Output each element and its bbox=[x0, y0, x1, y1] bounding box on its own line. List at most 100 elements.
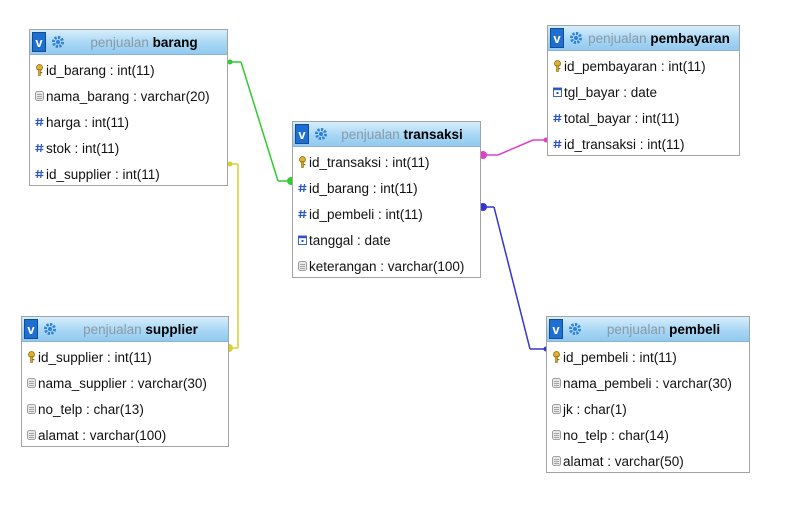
table-transaksi[interactable]: v penjualan transaksi id_transaksi : int… bbox=[292, 121, 481, 278]
table-header[interactable]: v penjualan transaksi bbox=[293, 122, 480, 147]
column-row[interactable]: id_barang : int(11) bbox=[293, 175, 480, 201]
column-label: no_telp : char(14) bbox=[563, 427, 669, 443]
column-row[interactable]: id_pembeli : int(11) bbox=[293, 201, 480, 227]
number-column-icon bbox=[34, 142, 44, 154]
table-title: penjualan pembayaran bbox=[585, 31, 739, 46]
table-name: barang bbox=[152, 34, 198, 50]
column-label: id_pembayaran : int(11) bbox=[564, 58, 706, 74]
toggle-columns-icon[interactable]: v bbox=[32, 32, 46, 52]
relation-transaksi-pembayaran[interactable] bbox=[479, 137, 549, 160]
text-column-icon bbox=[26, 403, 36, 415]
database-name: penjualan bbox=[83, 321, 142, 337]
relation-pembeli-transaksi[interactable] bbox=[479, 203, 549, 352]
table-title: penjualan pembeli bbox=[584, 322, 749, 337]
column-row[interactable]: no_telp : char(13) bbox=[22, 396, 228, 422]
toggle-columns-icon[interactable]: v bbox=[24, 319, 38, 339]
column-list: id_supplier : int(11) nama_supplier : var… bbox=[22, 342, 228, 450]
column-row[interactable]: nama_pembeli : varchar(30) bbox=[547, 370, 749, 396]
toggle-columns-icon[interactable]: v bbox=[550, 28, 564, 48]
key-icon bbox=[34, 64, 44, 76]
toggle-columns-icon[interactable]: v bbox=[295, 124, 309, 144]
number-column-icon bbox=[552, 112, 562, 124]
column-label: tanggal : date bbox=[309, 232, 391, 248]
number-column-icon bbox=[552, 138, 562, 150]
column-label: id_supplier : int(11) bbox=[38, 349, 152, 365]
table-header[interactable]: v penjualan pembayaran bbox=[548, 26, 739, 51]
number-column-icon bbox=[297, 208, 307, 220]
number-column-icon bbox=[297, 182, 307, 194]
column-row[interactable]: no_telp : char(14) bbox=[547, 422, 749, 448]
table-header[interactable]: v penjualan pembeli bbox=[547, 317, 749, 342]
key-icon bbox=[26, 351, 36, 363]
gear-icon[interactable] bbox=[566, 320, 584, 338]
column-label: id_supplier : int(11) bbox=[46, 166, 160, 182]
gear-icon[interactable] bbox=[41, 320, 59, 338]
key-icon bbox=[297, 156, 307, 168]
column-row[interactable]: tgl_bayar : date bbox=[548, 79, 739, 105]
column-row[interactable]: id_barang : int(11) bbox=[30, 57, 227, 83]
text-column-icon bbox=[551, 455, 561, 467]
gear-icon[interactable] bbox=[567, 29, 585, 47]
column-label: total_bayar : int(11) bbox=[564, 110, 680, 126]
table-title: penjualan barang bbox=[67, 35, 227, 50]
column-row[interactable]: id_pembayaran : int(11) bbox=[548, 53, 739, 79]
column-label: id_pembeli : int(11) bbox=[309, 206, 423, 222]
database-name: penjualan bbox=[341, 126, 400, 142]
text-column-icon bbox=[551, 429, 561, 441]
column-row[interactable]: keterangan : varchar(100) bbox=[293, 253, 480, 279]
text-column-icon bbox=[26, 377, 36, 389]
key-icon bbox=[551, 351, 561, 363]
column-list: id_pembayaran : int(11) tgl_bayar : date t… bbox=[548, 51, 739, 159]
column-list: id_barang : int(11) nama_barang : varchar… bbox=[30, 55, 227, 189]
date-column-icon bbox=[552, 86, 562, 98]
column-row[interactable]: id_transaksi : int(11) bbox=[548, 131, 739, 157]
gear-icon[interactable] bbox=[49, 33, 67, 51]
column-row[interactable]: alamat : varchar(50) bbox=[547, 448, 749, 474]
column-row[interactable]: tanggal : date bbox=[293, 227, 480, 253]
column-label: id_transaksi : int(11) bbox=[564, 136, 685, 152]
table-title: penjualan transaksi bbox=[330, 127, 480, 142]
table-header[interactable]: v penjualan supplier bbox=[22, 317, 228, 342]
column-row[interactable]: nama_barang : varchar(20) bbox=[30, 83, 227, 109]
column-label: id_pembeli : int(11) bbox=[563, 349, 677, 365]
table-pembayaran[interactable]: v penjualan pembayaran id_pembayaran : i… bbox=[547, 25, 740, 156]
column-row[interactable]: jk : char(1) bbox=[547, 396, 749, 422]
column-label: no_telp : char(13) bbox=[38, 401, 144, 417]
column-label: stok : int(11) bbox=[46, 140, 120, 156]
number-column-icon bbox=[34, 116, 44, 128]
text-column-icon bbox=[34, 90, 44, 102]
table-pembeli[interactable]: v penjualan pembeli id_pembeli : int(11)… bbox=[546, 316, 750, 473]
text-column-icon bbox=[26, 429, 36, 441]
column-row[interactable]: id_transaksi : int(11) bbox=[293, 149, 480, 175]
database-name: penjualan bbox=[588, 30, 647, 46]
table-header[interactable]: v penjualan barang bbox=[30, 30, 227, 55]
gear-icon[interactable] bbox=[312, 125, 330, 143]
database-name: penjualan bbox=[606, 321, 666, 337]
column-label: jk : char(1) bbox=[563, 401, 627, 417]
column-label: nama_supplier : varchar(30) bbox=[38, 375, 207, 391]
column-row[interactable]: id_pembeli : int(11) bbox=[547, 344, 749, 370]
column-list: id_transaksi : int(11)id_barang : int(11… bbox=[293, 147, 480, 281]
relation-barang-transaksi[interactable] bbox=[227, 59, 296, 186]
table-name: transaksi bbox=[403, 126, 463, 142]
column-row[interactable]: id_supplier : int(11) bbox=[22, 344, 228, 370]
column-row[interactable]: harga : int(11) bbox=[30, 109, 227, 135]
column-row[interactable]: stok : int(11) bbox=[30, 135, 227, 161]
column-row[interactable]: total_bayar : int(11) bbox=[548, 105, 739, 131]
table-name: pembeli bbox=[669, 321, 721, 337]
table-title: penjualan supplier bbox=[59, 322, 228, 337]
column-row[interactable]: alamat : varchar(100) bbox=[22, 422, 228, 448]
table-supplier[interactable]: v penjualan supplier id_supplier : int(1… bbox=[21, 316, 229, 447]
table-name: supplier bbox=[145, 321, 198, 337]
column-row[interactable]: nama_supplier : varchar(30) bbox=[22, 370, 228, 396]
database-name: penjualan bbox=[90, 34, 149, 50]
table-barang[interactable]: v penjualan barang id_barang : int(11) na… bbox=[29, 29, 228, 186]
text-column-icon bbox=[551, 377, 561, 389]
toggle-columns-icon[interactable]: v bbox=[549, 319, 563, 339]
column-label: alamat : varchar(50) bbox=[563, 453, 684, 469]
column-label: id_barang : int(11) bbox=[46, 62, 155, 78]
column-row[interactable]: id_supplier : int(11) bbox=[30, 161, 227, 187]
column-label: nama_pembeli : varchar(30) bbox=[563, 375, 732, 391]
date-column-icon bbox=[297, 234, 307, 246]
